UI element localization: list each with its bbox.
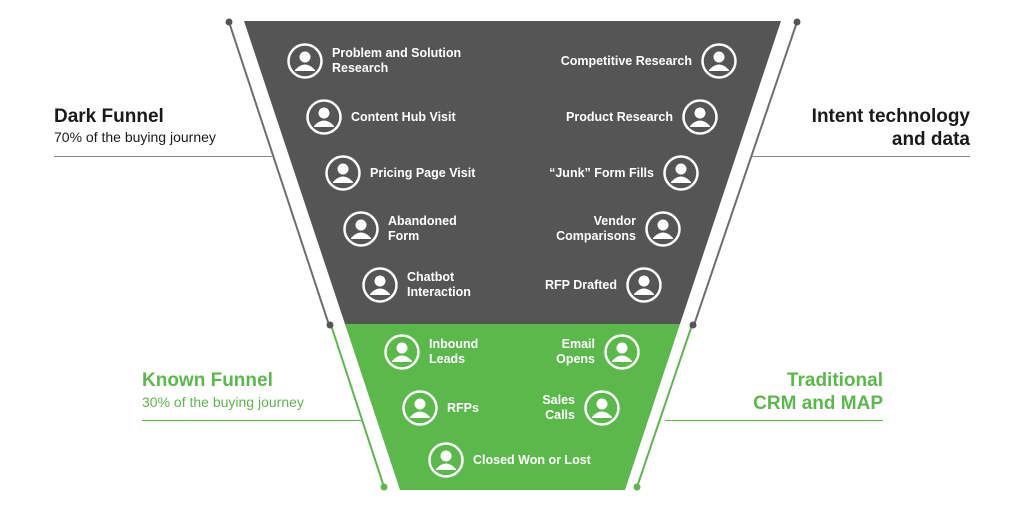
dark-funnel-section [244, 21, 781, 324]
dark-funnel-subtitle: 70% of the buying journey [54, 129, 216, 145]
item-label: Vendor Comparisons [556, 214, 636, 243]
right-rail-known [636, 324, 693, 488]
person-icon [287, 43, 323, 79]
person-icon [343, 211, 379, 247]
funnel-item: Pricing Page Visit [325, 155, 475, 191]
traditional-crm-title: Traditional CRM and MAP [753, 369, 883, 415]
funnel-item: Problem and Solution Research [287, 43, 461, 79]
person-icon [384, 334, 420, 370]
funnel-item: Product Research [566, 99, 718, 135]
person-icon [701, 43, 737, 79]
funnel-item: Content Hub Visit [306, 99, 456, 135]
person-icon [604, 334, 640, 370]
left-rail-dark [228, 21, 330, 326]
divider [142, 420, 362, 421]
known-funnel-subtitle: 30% of the buying journey [142, 394, 304, 410]
person-icon [362, 267, 398, 303]
person-icon [402, 390, 438, 426]
funnel-item: Vendor Comparisons [556, 211, 681, 247]
item-label: RFP Drafted [544, 277, 617, 292]
divider [54, 156, 272, 157]
intent-title-line2: and data [891, 129, 970, 150]
funnel-item: RFP Drafted [545, 267, 662, 303]
divider [752, 156, 970, 157]
funnel-item: Chatbot Interaction [362, 267, 471, 303]
person-icon [645, 211, 681, 247]
rail-dot [633, 483, 641, 491]
rail-dot [380, 483, 388, 491]
item-label: Chatbot Interaction [407, 270, 471, 299]
crm-title-line2: CRM and MAP [753, 393, 883, 414]
dark-funnel-title: Dark Funnel [54, 106, 164, 127]
person-icon [584, 390, 620, 426]
known-funnel-title: Known Funnel [142, 370, 273, 391]
known-funnel-section [345, 324, 680, 490]
intent-title-line1: Intent technology [811, 106, 970, 127]
item-label: Pricing Page Visit [370, 165, 476, 180]
person-icon [428, 442, 464, 478]
funnel-item: Closed Won or Lost [428, 442, 591, 478]
funnel-item: Email Opens [556, 334, 640, 370]
item-label: RFPs [447, 400, 479, 415]
person-icon [682, 99, 718, 135]
item-label: Email Opens [556, 337, 595, 366]
funnel-item: Abandoned Form [343, 211, 457, 247]
divider [665, 420, 883, 421]
rail-dot [326, 321, 334, 329]
item-label: Competitive Research [560, 53, 692, 68]
item-label: Sales Calls [542, 393, 575, 422]
person-icon [626, 267, 662, 303]
left-rail-known [330, 324, 385, 488]
rail-dot [793, 18, 801, 26]
item-label: Abandoned Form [388, 214, 457, 243]
item-label: Content Hub Visit [351, 109, 456, 124]
item-label: Inbound Leads [429, 337, 479, 366]
funnel-item: Inbound Leads [384, 334, 478, 370]
item-label: Closed Won or Lost [473, 452, 591, 467]
person-icon [306, 99, 342, 135]
item-label: “Junk” Form Fills [549, 165, 654, 180]
rail-dot [689, 321, 697, 329]
person-icon [663, 155, 699, 191]
funnel-item: RFPs [402, 390, 479, 426]
right-rail-dark [693, 21, 798, 326]
funnel-item: “Junk” Form Fills [549, 155, 699, 191]
intent-technology-title: Intent technology and data [812, 105, 970, 151]
person-icon [325, 155, 361, 191]
item-label: Problem and Solution Research [332, 46, 462, 75]
rail-dot [225, 18, 233, 26]
funnel-item: Sales Calls [542, 390, 620, 426]
funnel-item: Competitive Research [561, 43, 737, 79]
item-label: Product Research [566, 109, 673, 124]
crm-title-line1: Traditional [786, 370, 883, 391]
